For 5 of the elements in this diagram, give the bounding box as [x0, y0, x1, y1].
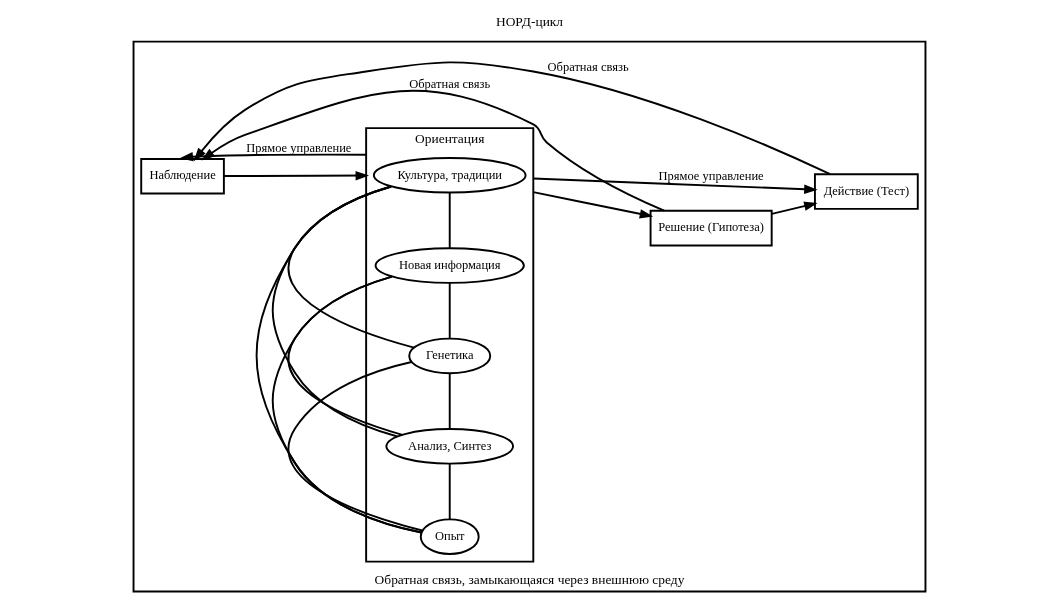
- diagram-title: НОРД-цикл: [495, 14, 564, 30]
- edge-label: Обратная связь: [409, 77, 491, 92]
- edge-label: Прямое управление: [658, 169, 764, 184]
- edge-label: Обратная связь: [547, 59, 629, 74]
- edge-label: Прямое управление: [246, 140, 352, 155]
